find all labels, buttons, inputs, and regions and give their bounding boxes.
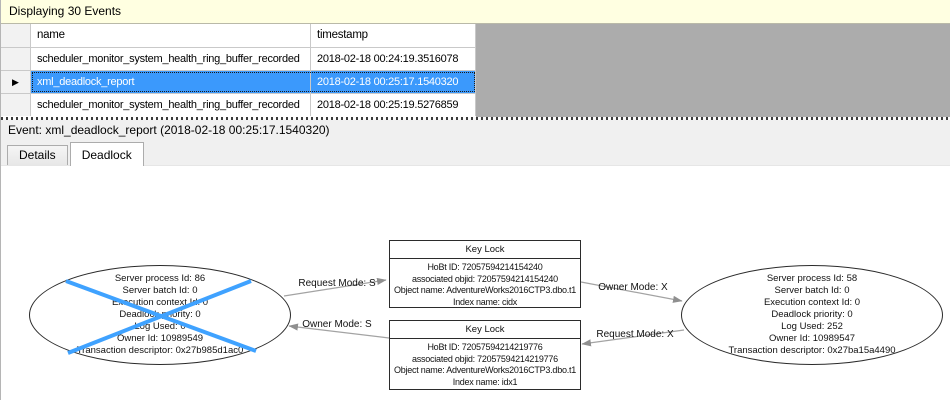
table-row-selected: ▶ xml_deadlock_report 2018-02-18 00:25:1… <box>1 71 476 94</box>
event-summary-text: Event: xml_deadlock_report (2018-02-18 0… <box>8 123 330 137</box>
node-text-line: Owner Id: 10989549 <box>116 333 204 344</box>
events-grid: name timestamp scheduler_monitor_system_… <box>1 24 476 117</box>
edge-label-owner-mode-s: Owner Mode: S <box>302 319 372 330</box>
event-name-cell[interactable]: scheduler_monitor_system_health_ring_buf… <box>31 48 311 70</box>
event-timestamp-cell[interactable]: 2018-02-18 00:24:19.3516078 <box>311 48 476 70</box>
process-node-victim[interactable]: Server process Id: 86 Server batch Id: 0… <box>29 265 291 365</box>
table-row: scheduler_monitor_system_health_ring_buf… <box>1 94 476 116</box>
node-text-line: Index name: idx1 <box>452 376 518 387</box>
grid-header-row: name timestamp <box>1 24 476 48</box>
node-text-line: Deadlock priority: 0 <box>771 309 853 320</box>
node-text-line: Server process Id: 86 <box>114 273 206 284</box>
column-header-timestamp[interactable]: timestamp <box>311 24 476 47</box>
resource-node-keylock-top[interactable]: Key Lock HoBt ID: 72057594214154240 asso… <box>389 240 581 308</box>
process-node[interactable]: Server process Id: 58 Server batch Id: 0… <box>681 265 943 365</box>
edge-label-owner-mode-x: Owner Mode: X <box>598 282 668 293</box>
node-text-line: Transaction descriptor: 0x27b985d1ac0 <box>76 345 244 356</box>
row-selector-header <box>1 24 31 47</box>
grid-region: name timestamp scheduler_monitor_system_… <box>1 24 950 117</box>
resource-title: Key Lock <box>390 241 580 259</box>
event-timestamp-cell[interactable]: 2018-02-18 00:25:19.5276859 <box>311 94 476 116</box>
current-row-arrow-icon: ▶ <box>12 76 19 87</box>
node-text-line: Owner Id: 10989547 <box>768 333 856 344</box>
event-summary-bar: Event: xml_deadlock_report (2018-02-18 0… <box>1 120 950 140</box>
event-timestamp-cell[interactable]: 2018-02-18 00:25:17.1540320 <box>311 71 476 93</box>
node-text-line: Server process Id: 58 <box>766 273 858 284</box>
events-count-label: Displaying 30 Events <box>9 4 122 18</box>
node-text-line: Server batch Id: 0 <box>774 285 850 296</box>
resource-node-keylock-bottom[interactable]: Key Lock HoBt ID: 72057594214219776 asso… <box>389 320 581 390</box>
row-selector-cell[interactable] <box>1 48 31 70</box>
node-text-line: Execution context Id: 0 <box>763 297 861 308</box>
event-name-cell[interactable]: xml_deadlock_report <box>31 71 311 93</box>
node-text-line: associated objid: 72057594214219776 <box>412 353 558 364</box>
row-selector-cell[interactable]: ▶ <box>1 71 31 93</box>
edge-label-request-mode-x: Request Mode: X <box>596 329 674 340</box>
grid-details-splitter[interactable] <box>1 117 950 120</box>
node-text-line: Log Used: 0 <box>134 321 186 332</box>
node-text-line: Index name: cidx <box>452 296 518 307</box>
node-text-line: Object name: AdventureWorks2016CTP3.dbo.… <box>394 365 576 375</box>
table-row: scheduler_monitor_system_health_ring_buf… <box>1 48 476 71</box>
events-count-bar: Displaying 30 Events <box>1 0 950 24</box>
tab-deadlock[interactable]: Deadlock <box>69 142 144 166</box>
column-header-name[interactable]: name <box>31 24 311 47</box>
node-text-line: Execution context Id: 0 <box>111 297 209 308</box>
node-text-line: Transaction descriptor: 0x27ba15a4490 <box>728 345 896 356</box>
node-text-line: Deadlock priority: 0 <box>119 309 201 320</box>
tab-details[interactable]: Details <box>7 145 68 165</box>
row-selector-cell[interactable] <box>1 94 31 116</box>
edge-label-request-mode-s: Request Mode: S <box>298 278 376 289</box>
node-text-line: Log Used: 252 <box>781 321 843 332</box>
event-name-cell[interactable]: scheduler_monitor_system_health_ring_buf… <box>31 94 311 116</box>
node-text-line: Object name: AdventureWorks2016CTP3.dbo.… <box>394 285 576 295</box>
node-text-line: HoBt ID: 72057594214154240 <box>427 262 543 272</box>
node-text-line: associated objid: 72057594214154240 <box>412 273 558 284</box>
node-text-line: Server batch Id: 0 <box>122 285 198 296</box>
resource-title: Key Lock <box>390 321 580 339</box>
node-text-line: HoBt ID: 72057594214219776 <box>427 342 543 352</box>
details-tabstrip: Details Deadlock <box>1 140 950 166</box>
